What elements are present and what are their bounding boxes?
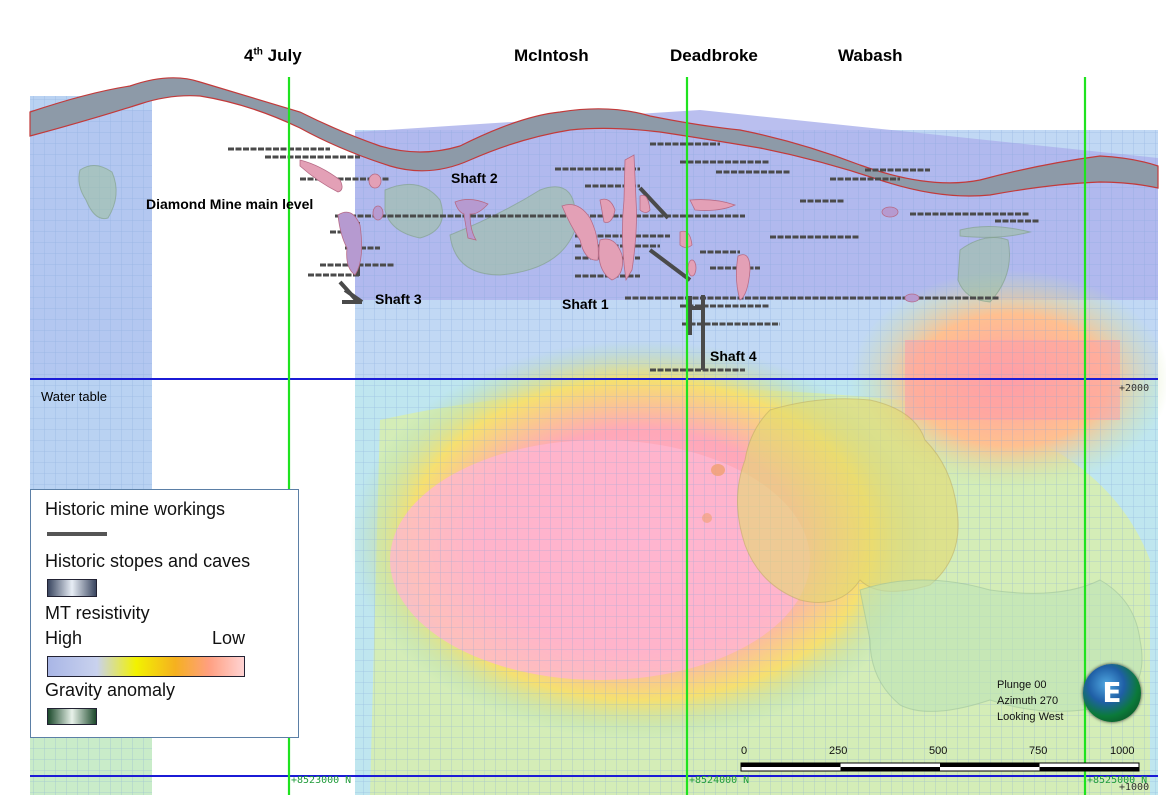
legend-stopes-label: Historic stopes and caves — [45, 551, 251, 571]
scale-tick: 0 — [741, 745, 748, 757]
azimuth-label: Azimuth 270 — [997, 695, 1059, 707]
lode-name: 4 — [244, 46, 254, 65]
legend-mt-label: MT resistivity — [45, 603, 150, 623]
water-table-label: Water table — [41, 389, 107, 404]
legend-gravity-label: Gravity anomaly — [45, 680, 176, 700]
elevation-1000-label: +1000 — [1119, 782, 1150, 793]
northing-label: +8524000 N — [689, 775, 750, 786]
legend-stopes-swatch — [47, 579, 97, 597]
topographic-surface — [29, 77, 1159, 197]
looking-label: Looking West — [997, 711, 1064, 723]
shaft-2-label: Shaft 2 — [451, 170, 498, 186]
compass-letter: E — [1102, 676, 1122, 709]
legend-workings-label: Historic mine workings — [45, 499, 226, 519]
gravity-body-deep — [702, 398, 1143, 712]
northing-label: +8525000 N — [1087, 775, 1148, 786]
lode-label-4th-july: 4th July — [244, 46, 302, 66]
diamond-mine-label: Diamond Mine main level — [146, 196, 314, 212]
northing-label: +8523000 N — [291, 775, 352, 786]
scale-tick: 500 — [929, 745, 948, 757]
scale-bar — [740, 762, 1140, 772]
legend-mt-swatch — [47, 656, 245, 677]
plunge-label: Plunge 00 — [997, 679, 1047, 691]
legend-gravity-swatch — [47, 708, 97, 725]
legend-mt-high: High — [45, 628, 83, 648]
lode-superscript: th — [253, 46, 263, 58]
scale-tick: 750 — [1029, 745, 1048, 757]
scale-tick: 250 — [829, 745, 848, 757]
scale-tick: 1000 — [1110, 745, 1135, 757]
legend-mt-low: Low — [212, 628, 246, 648]
legend-workings-swatch — [47, 532, 107, 536]
lode-name-rest: July — [262, 46, 302, 65]
lode-label-mcintosh: McIntosh — [514, 46, 589, 65]
shaft-3-label: Shaft 3 — [375, 291, 422, 307]
legend: Historic mine workings Historic stopes a… — [30, 489, 299, 738]
elevation-2000-label: +2000 — [1119, 383, 1150, 394]
shaft-1-label: Shaft 1 — [562, 296, 609, 312]
compass-icon: E — [1083, 664, 1141, 722]
stopes — [299, 154, 920, 303]
shaft-4-label: Shaft 4 — [710, 348, 757, 364]
lode-label-wabash: Wabash — [838, 46, 903, 65]
lode-label-deadbroke: Deadbroke — [670, 46, 758, 65]
